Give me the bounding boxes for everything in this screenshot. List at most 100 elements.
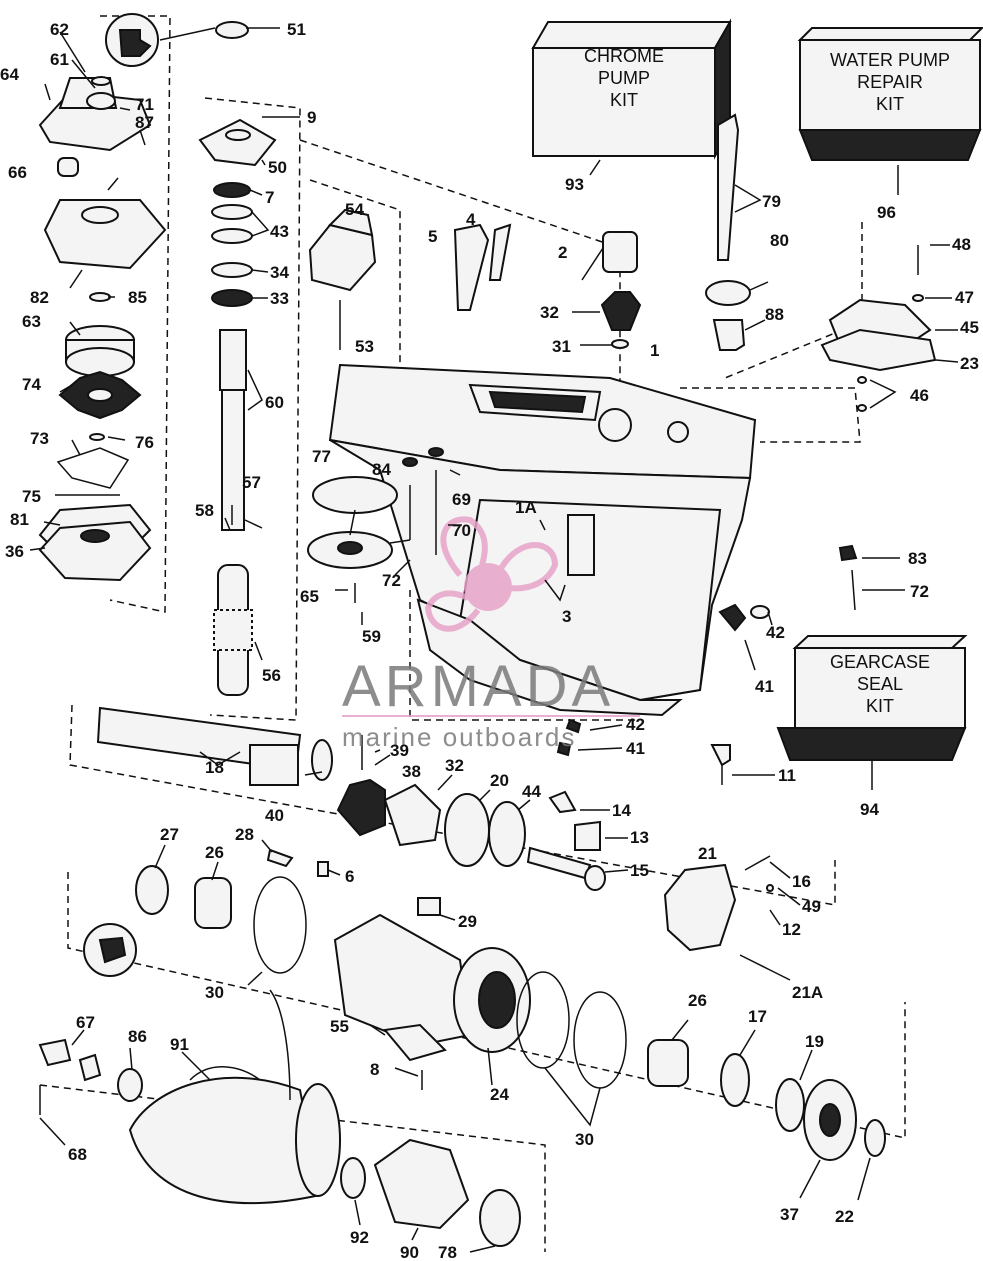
callout-4: 4 — [466, 210, 476, 229]
callout-16: 16 — [792, 872, 811, 891]
callout-49: 49 — [802, 897, 821, 916]
callout-15: 15 — [630, 861, 649, 880]
callout-80: 80 — [770, 231, 789, 250]
callout-86: 86 — [128, 1027, 147, 1046]
callout-90: 90 — [400, 1243, 419, 1261]
callout-57: 57 — [242, 473, 261, 492]
water-pump-repair-kit-box: WATER PUMP REPAIR KIT — [797, 27, 983, 161]
callout-36: 36 — [5, 542, 24, 561]
propshaft-assembly — [96, 706, 774, 952]
callout-92: 92 — [350, 1228, 369, 1247]
callout-14: 14 — [612, 801, 631, 820]
brand-name: ARMADA — [342, 654, 614, 719]
callout-55: 55 — [330, 1017, 349, 1036]
callout-29: 29 — [458, 912, 477, 931]
callout-62: 62 — [50, 20, 69, 39]
callout-88: 88 — [765, 305, 784, 324]
callout-26b: 26 — [688, 991, 707, 1010]
kit-line: KIT — [610, 90, 638, 110]
driveshaft-assembly — [198, 21, 277, 696]
callout-24: 24 — [490, 1085, 509, 1104]
callout-21: 21 — [698, 844, 717, 863]
callout-44: 44 — [522, 782, 541, 801]
brand-tagline: marine outboards — [342, 722, 576, 752]
kit-line: CHROME — [584, 46, 664, 66]
callout-45: 45 — [960, 318, 979, 337]
callout-72b: 72 — [910, 582, 929, 601]
callout-53: 53 — [355, 337, 374, 356]
callout-47: 47 — [955, 288, 974, 307]
callout-74: 74 — [22, 375, 41, 394]
callout-23: 23 — [960, 354, 979, 373]
propeller-logo — [464, 563, 512, 611]
kit-line: WATER PUMP — [830, 50, 950, 70]
callout-76: 76 — [135, 433, 154, 452]
callout-21a: 21A — [792, 983, 823, 1002]
callout-64: 64 — [0, 65, 19, 84]
callout-38: 38 — [402, 762, 421, 781]
callout-30a: 30 — [205, 983, 224, 1002]
callout-56: 56 — [262, 666, 281, 685]
brand-watermark: ARMADA marine outboards — [342, 516, 640, 752]
callout-26a: 26 — [205, 843, 224, 862]
callout-18: 18 — [205, 758, 224, 777]
callout-77: 77 — [312, 447, 331, 466]
callout-42a: 42 — [766, 623, 785, 642]
callout-70: 70 — [452, 521, 471, 540]
callout-37: 37 — [780, 1205, 799, 1224]
callout-41a: 41 — [755, 677, 774, 696]
kit-line: SEAL — [857, 674, 903, 694]
callout-94: 94 — [860, 800, 879, 819]
callout-1: 1 — [650, 341, 659, 360]
upper-housing-parts — [308, 113, 937, 412]
callout-73: 73 — [30, 429, 49, 448]
callout-34: 34 — [270, 263, 289, 282]
callout-20: 20 — [490, 771, 509, 790]
callout-85: 85 — [128, 288, 147, 307]
callout-50: 50 — [268, 158, 287, 177]
callout-83: 83 — [908, 549, 927, 568]
callout-7: 7 — [265, 188, 274, 207]
callout-91: 91 — [170, 1035, 189, 1054]
gearcase-housing — [328, 363, 757, 717]
callout-51: 51 — [287, 20, 306, 39]
callout-5: 5 — [428, 227, 437, 246]
callout-40: 40 — [265, 806, 284, 825]
gearcase-seal-kit-box: GEARCASE SEAL KIT — [776, 635, 968, 761]
callout-75: 75 — [22, 487, 41, 506]
callout-12: 12 — [782, 920, 801, 939]
callout-63: 63 — [22, 312, 41, 331]
callout-48: 48 — [952, 235, 971, 254]
callout-61: 61 — [50, 50, 69, 69]
kit-line: REPAIR — [857, 72, 923, 92]
callout-30b: 30 — [575, 1130, 594, 1149]
callout-68: 68 — [68, 1145, 87, 1164]
callout-39: 39 — [390, 741, 409, 760]
leader-lines — [29, 27, 959, 1253]
callout-labels: 62 61 64 71 87 66 82 85 63 74 76 73 75 8… — [0, 20, 979, 1261]
callout-84: 84 — [372, 460, 391, 479]
propeller-assembly — [38, 989, 521, 1247]
callout-32a: 32 — [540, 303, 559, 322]
callout-3: 3 — [562, 607, 571, 626]
callout-43: 43 — [270, 222, 289, 241]
kit-line: KIT — [866, 696, 894, 716]
callout-22: 22 — [835, 1207, 854, 1226]
callout-60: 60 — [265, 393, 284, 412]
callout-87: 87 — [135, 113, 154, 132]
callout-66: 66 — [8, 163, 27, 182]
kit-line: KIT — [876, 94, 904, 114]
callout-65: 65 — [300, 587, 319, 606]
callout-8: 8 — [370, 1060, 379, 1079]
callout-28: 28 — [235, 825, 254, 844]
callout-81: 81 — [10, 510, 29, 529]
callout-46: 46 — [910, 386, 929, 405]
callout-27: 27 — [160, 825, 179, 844]
callout-78: 78 — [438, 1243, 457, 1261]
callout-58: 58 — [195, 501, 214, 520]
callout-6: 6 — [345, 867, 354, 886]
lower-bearing-housing — [83, 848, 886, 1161]
callout-33: 33 — [270, 289, 289, 308]
callout-69: 69 — [452, 490, 471, 509]
